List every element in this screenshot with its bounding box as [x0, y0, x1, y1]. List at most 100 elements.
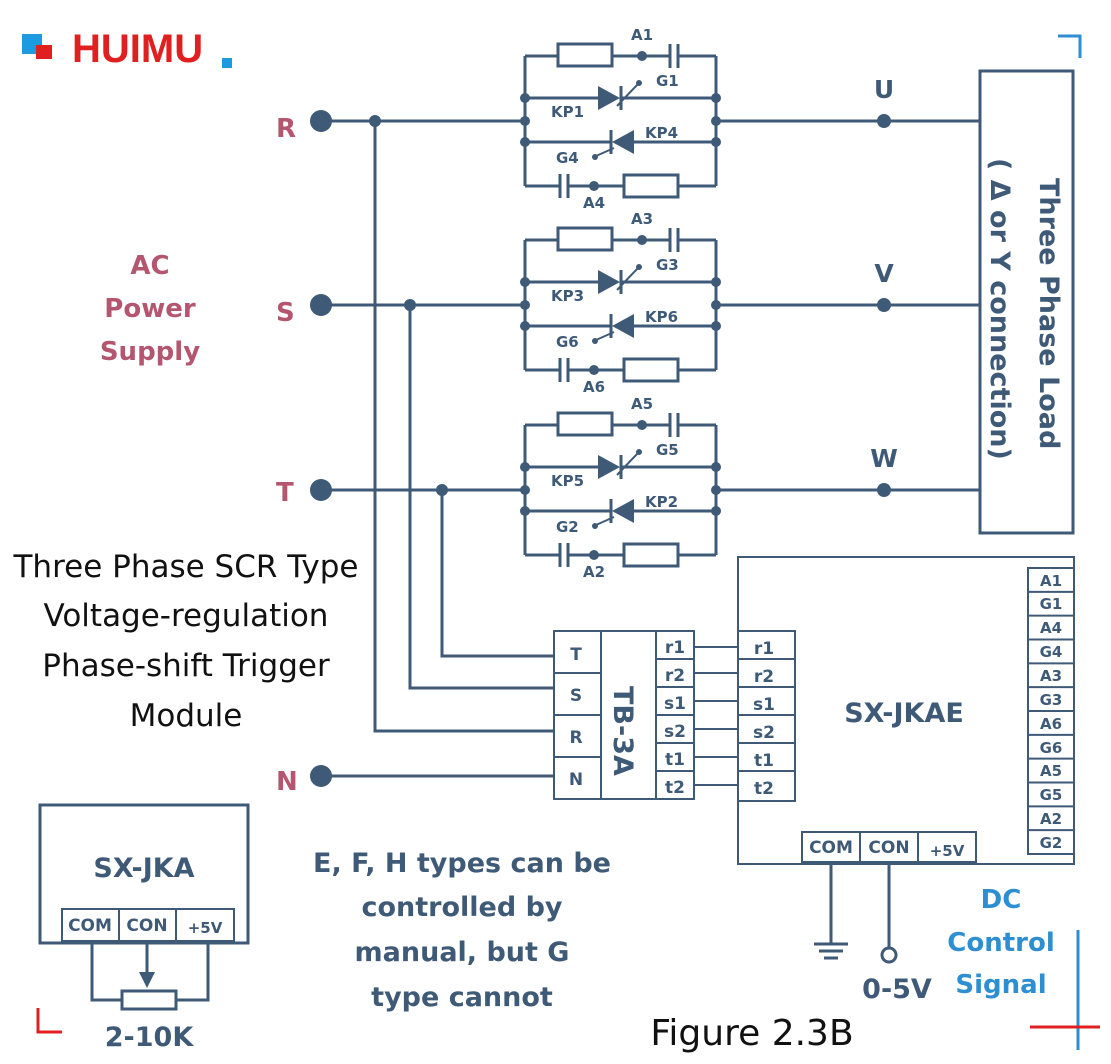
scr-frame-r [523, 56, 718, 186]
gate-g1: G1 [1040, 595, 1063, 613]
output-label-u: U [874, 75, 894, 104]
tb3a-out-r2: r2 [665, 666, 685, 686]
scr-kp5 [598, 455, 620, 479]
potentiometer-value: 2-10K [105, 1022, 195, 1053]
scr-frame-t [523, 425, 718, 555]
tb3a-in-r: R [569, 728, 582, 748]
gate-g5: G5 [1040, 786, 1063, 804]
tb3a-in-s: S [570, 686, 582, 706]
label-kp4: KP4 [645, 124, 678, 142]
phase-label-r: R [276, 114, 296, 144]
label-g5: G5 [656, 441, 679, 459]
label-kp2: KP2 [645, 493, 678, 511]
output-label-v: V [874, 259, 894, 288]
control-input: 0-5V [862, 862, 932, 1005]
figure-caption: Figure 2.3B [650, 1013, 853, 1054]
note-line4: type cannot [371, 982, 553, 1013]
tb3a-out-t2: t2 [665, 778, 685, 798]
note-line3: manual, but G [355, 937, 570, 968]
sxjkae-con: CON [868, 838, 909, 858]
corner-mark-bottom-left [36, 1008, 62, 1034]
resistor-r-top [556, 42, 614, 68]
module-title-line1: Three Phase SCR Type [13, 549, 359, 585]
sxjkae-in-r1: r1 [754, 639, 774, 659]
gate-g6: G6 [1040, 739, 1063, 757]
wire-s-to-tb3a [408, 305, 554, 690]
logo-square-red [36, 45, 52, 59]
terminal-s [310, 294, 525, 316]
logo-text: HUIMU [72, 27, 203, 71]
gate-g2: G2 [1040, 834, 1063, 852]
scr-frame-s [523, 240, 718, 370]
sxjkae-in-t1: t1 [754, 751, 774, 771]
label-a1: A1 [631, 26, 653, 44]
control-label: Control [947, 928, 1054, 958]
phase-label-t: T [276, 478, 294, 508]
gate-a2: A2 [1040, 810, 1062, 828]
power-label: Power [104, 294, 196, 324]
label-g6: G6 [556, 333, 579, 351]
label-kp3: KP3 [551, 287, 584, 305]
control-range: 0-5V [862, 974, 932, 1005]
phase-label-n: N [276, 767, 298, 797]
sxjka-name: SX-JKA [93, 853, 194, 884]
tb3a-in-t: T [570, 645, 582, 665]
scr-kp3 [598, 270, 620, 294]
supply-label: Supply [100, 337, 200, 367]
resistor-t-bot [622, 542, 680, 568]
label-a6: A6 [583, 378, 605, 396]
load-box [978, 69, 1075, 535]
load-title: Three Phase Load [1033, 178, 1064, 449]
sxjka-com: COM [68, 916, 112, 936]
label-a4: A4 [583, 194, 605, 212]
gate-a5: A5 [1040, 762, 1062, 780]
tb3a-name: TB-3A [607, 686, 638, 776]
tb3a-in-n: N [569, 770, 583, 790]
sxjka-5v: +5V [188, 919, 223, 937]
sxjkae-in-s1: s1 [753, 695, 775, 715]
tb3a-out-s1: s1 [664, 694, 686, 714]
tb3a-out-t1: t1 [665, 750, 685, 770]
signal-label: Signal [955, 970, 1046, 1000]
gate-g4: G4 [1040, 643, 1063, 661]
label-a3: A3 [631, 210, 653, 228]
module-title-line4: Module [130, 698, 243, 734]
corner-mark-top-right [1058, 34, 1082, 58]
resistor-s-bot [622, 357, 680, 383]
scr-kp6 [612, 314, 634, 338]
tb3a-to-sxjkae-wires [694, 646, 738, 786]
potentiometer [120, 989, 178, 1011]
sxjkae-name: SX-JKAE [844, 698, 964, 729]
sxjkae-com: COM [809, 838, 853, 858]
gate-g3: G3 [1040, 691, 1063, 709]
note-line1: E, F, H types can be [313, 848, 611, 879]
label-g3: G3 [656, 256, 679, 274]
sxjkae-in-r2: r2 [754, 667, 774, 687]
note-line2: controlled by [361, 892, 562, 923]
label-g2: G2 [556, 518, 579, 536]
ac-label: AC [130, 251, 169, 281]
resistor-t-top [556, 411, 614, 437]
potentiometer-wiper [139, 972, 155, 988]
label-g4: G4 [556, 149, 579, 167]
module-title-line3: Phase-shift Trigger [42, 648, 330, 684]
terminal-r [310, 110, 525, 132]
gate-a1: A1 [1040, 572, 1062, 590]
phase-label-s: S [276, 298, 295, 328]
terminal-n [310, 765, 554, 787]
sxjka-con: CON [126, 916, 167, 936]
scr-block-r: A1 G1 KP1 KP4 G4 A4 [520, 26, 980, 212]
resistor-s-top [556, 226, 614, 252]
sxjkae-module: r1 r2 s1 s2 t1 t2 SX-JKAE A1 G1 A4 G4 A3… [737, 556, 1075, 865]
output-label-w: W [870, 444, 898, 473]
terminal-t [310, 479, 525, 501]
tb3a-module: T S R N TB-3A r1 r2 s1 s2 t1 t2 [553, 630, 695, 800]
huimu-logo: HUIMU [22, 27, 232, 71]
scr-kp2 [612, 499, 634, 523]
wire-r-to-tb3a [373, 121, 554, 733]
tb3a-out-s2: s2 [664, 722, 686, 742]
label-g1: G1 [656, 72, 679, 90]
sxjkae-in-s2: s2 [753, 723, 775, 743]
